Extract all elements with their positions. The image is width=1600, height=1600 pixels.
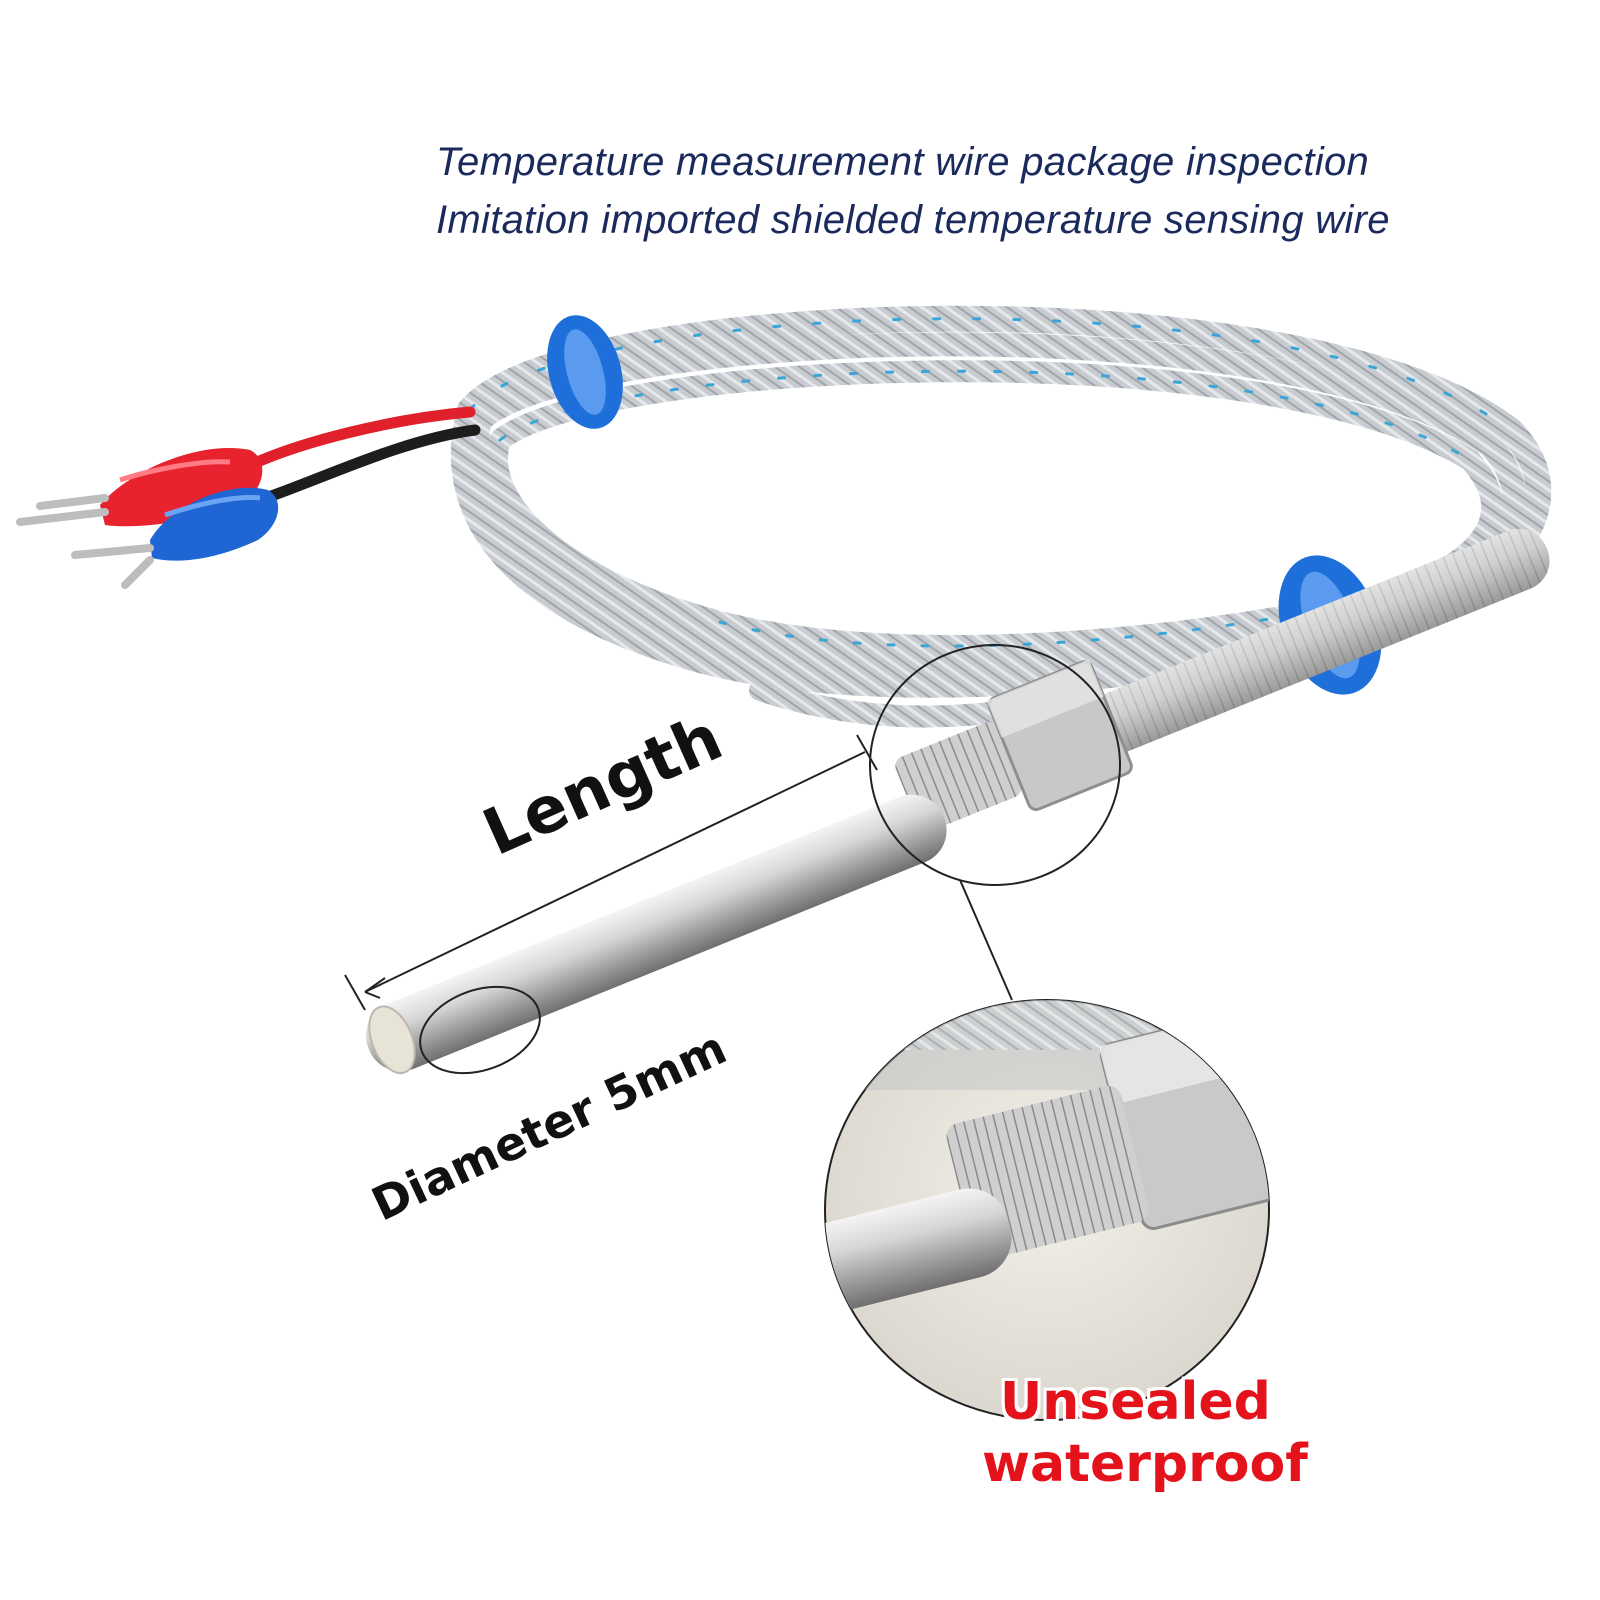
steel-probe bbox=[366, 794, 947, 1075]
lead-wires bbox=[234, 406, 481, 506]
threaded-tube bbox=[1080, 528, 1550, 756]
callout-connector bbox=[959, 879, 1013, 1001]
header-line-2: Imitation imported shielded temperature … bbox=[436, 198, 1390, 242]
header-line-1: Temperature measurement wire package ins… bbox=[436, 140, 1370, 184]
callout-warning-line-1: Unsealed bbox=[1000, 1372, 1271, 1432]
length-dimension-arrow bbox=[344, 734, 878, 1011]
callout-warning-line-2: waterproof bbox=[982, 1434, 1308, 1494]
zoom-detail-circle bbox=[824, 999, 1270, 1421]
diameter-marker-circle bbox=[419, 985, 541, 1075]
fitting-highlight-circle bbox=[869, 644, 1121, 886]
blue-spade-terminal bbox=[71, 487, 279, 589]
blue-cable-clip bbox=[547, 315, 623, 429]
